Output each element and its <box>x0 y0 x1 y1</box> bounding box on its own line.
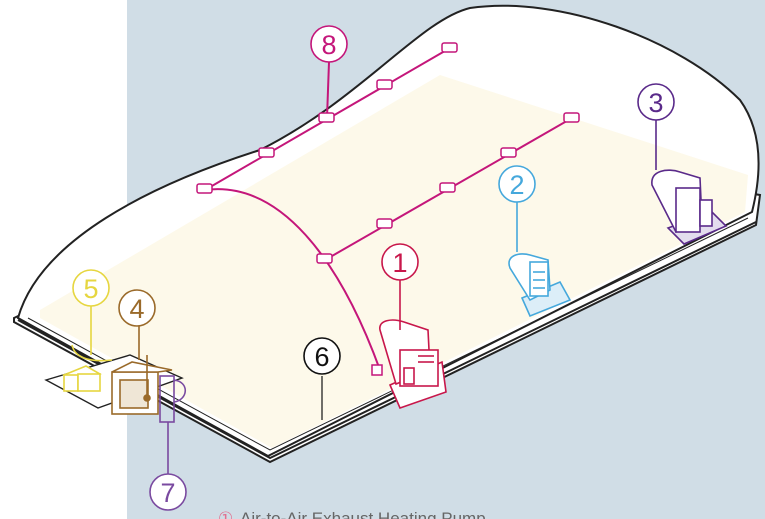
callout-circle <box>498 165 536 203</box>
lighting-rail-arch <box>204 188 381 371</box>
lighting-fixture-icon <box>500 147 517 158</box>
lighting-controller-icon <box>371 364 383 376</box>
callout-number: 8 <box>321 30 336 60</box>
lighting-fixture-icon <box>376 218 393 229</box>
callout-circle <box>303 337 341 375</box>
callout-4: 4 <box>118 289 156 327</box>
callout-circle <box>149 473 187 511</box>
callout-7: 7 <box>149 473 187 511</box>
lighting-fixture-icon <box>441 42 458 53</box>
caption-text: Air-to-Air Exhaust Heating Pump <box>240 509 486 519</box>
callout-number: 5 <box>83 274 98 304</box>
heating-unit-icon <box>508 202 572 318</box>
generator-icon <box>111 326 173 415</box>
emergency-blower-icon <box>651 120 728 245</box>
caption: ① Air-to-Air Exhaust Heating Pump <box>218 509 486 519</box>
lighting-fixtures <box>196 42 580 376</box>
callout-8: 8 <box>310 25 348 63</box>
callout-5: 5 <box>72 269 110 307</box>
inflation-blower-icon <box>379 280 447 409</box>
callout-number: 7 <box>160 478 175 508</box>
lighting-leader-8 <box>326 61 330 119</box>
lighting-fixture-icon <box>439 182 456 193</box>
callout-circle <box>637 83 675 121</box>
callout-number: 3 <box>648 88 663 118</box>
callout-6: 6 <box>303 337 341 375</box>
callout-1: 1 <box>381 243 419 281</box>
lighting-fixture-icon <box>196 183 213 194</box>
callout-3: 3 <box>637 83 675 121</box>
callout-circle <box>381 243 419 281</box>
callout-number: 1 <box>392 248 407 278</box>
callout-circle <box>72 269 110 307</box>
lighting-fixture-icon <box>316 253 333 264</box>
control-cabinet-icon <box>159 375 187 475</box>
callout-circle <box>118 289 156 327</box>
callout-circle <box>310 25 348 63</box>
callout-number: 4 <box>129 294 144 324</box>
lighting-fixture-icon <box>376 79 393 90</box>
caption-marker: ① <box>218 509 233 519</box>
callout-number: 6 <box>314 342 329 372</box>
callout-2: 2 <box>498 165 536 203</box>
lighting-fixture-icon <box>258 147 275 158</box>
lighting-fixture-icon <box>318 112 335 123</box>
lighting-fixture-icon <box>563 112 580 123</box>
fuel-tank-icon <box>62 305 113 392</box>
callout-number: 2 <box>509 170 524 200</box>
